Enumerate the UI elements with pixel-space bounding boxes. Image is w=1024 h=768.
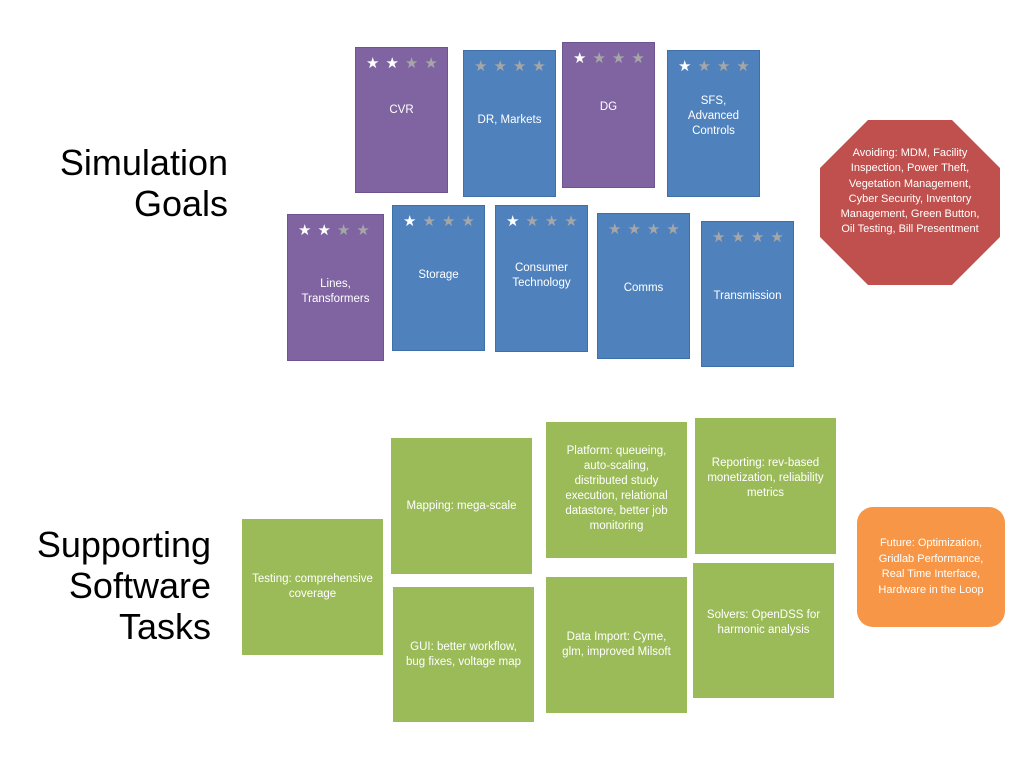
goal-card-lines-transformers: ★ ★ ★ ★ Lines, Transformers: [287, 214, 384, 361]
star-icon: ★: [506, 213, 520, 230]
star-icon: ★: [356, 222, 370, 239]
future-box: Future: Optimization, Gridlab Performanc…: [857, 507, 1005, 627]
star-icon: ★: [627, 221, 641, 238]
star-icon: ★: [525, 213, 539, 230]
star-rating: ★ ★ ★ ★: [496, 206, 587, 230]
star-icon: ★: [736, 58, 750, 75]
goal-label: Lines, Transformers: [301, 277, 370, 305]
star-icon: ★: [317, 222, 331, 239]
star-icon: ★: [770, 229, 784, 246]
heading-line: Supporting: [36, 524, 211, 565]
star-icon: ★: [716, 58, 731, 75]
star-icon: ★: [461, 213, 475, 230]
goal-label: Storage: [418, 268, 459, 281]
star-icon: ★: [678, 58, 692, 75]
goal-label: DG: [599, 100, 618, 113]
star-rating: ★ ★ ★ ★: [598, 214, 689, 238]
star-icon: ★: [573, 50, 587, 67]
goal-card-cvr: ★ ★ ★ ★ CVR: [355, 47, 448, 193]
star-icon: ★: [493, 58, 507, 75]
star-icon: ★: [422, 213, 436, 230]
star-icon: ★: [404, 55, 419, 72]
goal-card-consumer-technology: ★ ★ ★ ★ Consumer Technology: [495, 205, 588, 352]
octagon-shape: [820, 120, 1000, 285]
star-icon: ★: [611, 50, 626, 67]
goal-card-comms: ★ ★ ★ ★ Comms: [597, 213, 690, 359]
star-icon: ★: [731, 229, 745, 246]
star-icon: ★: [646, 221, 661, 238]
star-icon: ★: [564, 213, 578, 230]
star-icon: ★: [512, 58, 527, 75]
star-icon: ★: [441, 213, 456, 230]
goal-card-transmission: ★ ★ ★ ★ Transmission: [701, 221, 794, 367]
star-icon: ★: [712, 229, 726, 246]
star-icon: ★: [666, 221, 680, 238]
goal-label: SFS, Advanced Controls: [687, 95, 740, 137]
star-icon: ★: [298, 222, 312, 239]
avoiding-octagon: Avoiding: MDM, Facility Inspection, Powe…: [820, 120, 1000, 285]
task-testing: Testing: comprehensive coverage: [242, 519, 383, 655]
star-rating: ★ ★ ★ ★: [288, 215, 383, 239]
task-platform: Platform: queueing, auto-scaling, distri…: [546, 422, 687, 558]
star-icon: ★: [750, 229, 765, 246]
heading-line: Simulation: [59, 142, 228, 183]
heading-line: Tasks: [118, 606, 211, 647]
goal-label: Comms: [623, 281, 664, 294]
star-rating: ★ ★ ★ ★: [464, 51, 555, 75]
heading-line: Goals: [133, 183, 228, 224]
star-icon: ★: [697, 58, 711, 75]
task-mapping: Mapping: mega-scale: [391, 438, 532, 574]
goal-label: Transmission: [713, 289, 782, 302]
star-rating: ★ ★ ★ ★: [393, 206, 484, 230]
star-rating: ★ ★ ★ ★: [702, 222, 793, 246]
star-icon: ★: [336, 222, 351, 239]
task-solvers: Solvers: OpenDSS for harmonic analysis: [693, 563, 834, 698]
goal-label: Consumer Technology: [512, 261, 571, 289]
star-icon: ★: [532, 58, 546, 75]
task-reporting: Reporting: rev-based monetization, relia…: [695, 418, 836, 554]
goal-card-storage: ★ ★ ★ ★ Storage: [392, 205, 485, 351]
star-icon: ★: [631, 50, 645, 67]
star-icon: ★: [474, 58, 488, 75]
supporting-tasks-heading: Supporting Software Tasks: [20, 524, 211, 647]
avoiding-text: Avoiding: MDM, Facility Inspection, Powe…: [840, 147, 980, 236]
goal-card-sfs-advanced-controls: ★ ★ ★ ★ SFS, Advanced Controls: [667, 50, 760, 197]
star-rating: ★ ★ ★ ★: [356, 48, 447, 72]
star-icon: ★: [385, 55, 399, 72]
heading-line: Software: [68, 565, 211, 606]
star-icon: ★: [424, 55, 438, 72]
goal-card-dg: ★ ★ ★ ★ DG: [562, 42, 655, 188]
star-icon: ★: [403, 213, 417, 230]
star-rating: ★ ★ ★ ★: [668, 51, 759, 75]
goal-label: DR, Markets: [477, 114, 542, 126]
goal-label: CVR: [389, 103, 414, 116]
star-icon: ★: [544, 213, 559, 230]
task-data-import: Data Import: Cyme, glm, improved Milsoft: [546, 577, 687, 713]
star-icon: ★: [592, 50, 606, 67]
star-icon: ★: [608, 221, 622, 238]
goal-card-dr-markets: ★ ★ ★ ★ DR, Markets: [463, 50, 556, 197]
simulation-goals-heading: Simulation Goals: [40, 142, 228, 224]
task-gui: GUI: better workflow, bug fixes, voltage…: [393, 587, 534, 722]
star-rating: ★ ★ ★ ★: [563, 43, 654, 67]
star-icon: ★: [366, 55, 380, 72]
